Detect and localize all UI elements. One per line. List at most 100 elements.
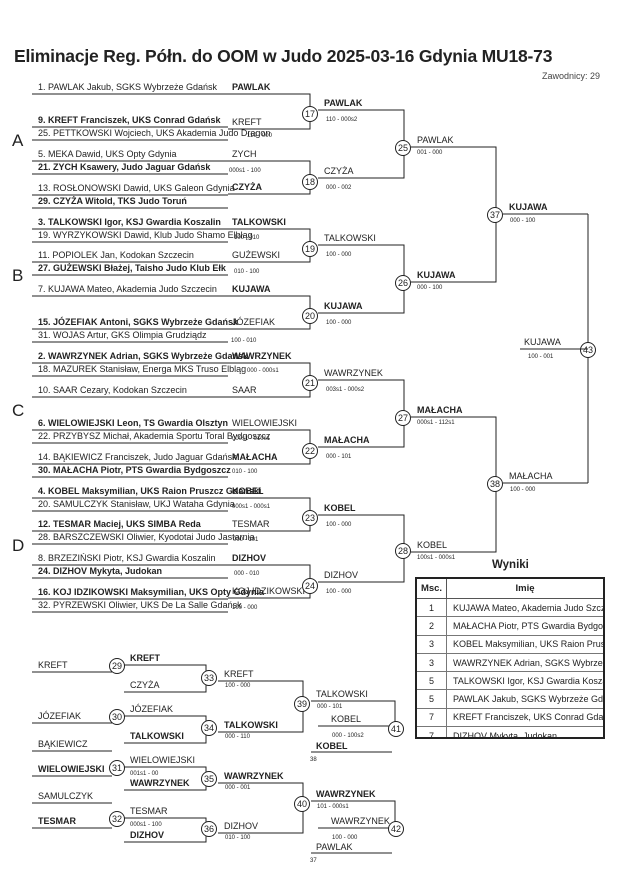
- results-name: PAWLAK Jakub, SGKS Wybrzeże Gdańsk: [446, 689, 603, 709]
- r1-name: DIZHOV: [232, 553, 266, 563]
- r2-score: 000 - 101: [326, 454, 352, 460]
- match-number: 18: [305, 177, 315, 187]
- entry-name: 9. KREFT Franciszek, UKS Conrad Gdańsk: [38, 115, 222, 125]
- results-name: KOBEL Maksymilian, UKS Raion Pruszcz Gda…: [446, 635, 603, 654]
- match-number-circle: [395, 410, 411, 426]
- match-number-circle: [302, 443, 318, 459]
- match-number: 36: [204, 824, 214, 834]
- match-number-circle: [201, 821, 217, 837]
- entry-name: 19. WYRZYKOWSKI Dawid, Klub Judo Shamo E…: [38, 230, 253, 240]
- r2-score: 110 - 000s2: [326, 117, 358, 123]
- r2-name: MAŁACHA: [324, 435, 370, 445]
- page-title: Eliminacje Reg. Półn. do OOM w Judo 2025…: [14, 46, 553, 66]
- match-number-circle: [302, 174, 318, 190]
- r1-name: CZYŻA: [232, 182, 262, 192]
- rep-w2-name: TALKOWSKI: [224, 720, 278, 730]
- r1-name: ZYCH: [232, 149, 257, 159]
- match-number-circle: [294, 796, 310, 812]
- entry-name: 12. TESMAR Maciej, UKS SIMBA Reda: [38, 519, 202, 529]
- entry-name: 25. PETTKOWSKI Wojciech, UKS Akademia Ju…: [38, 128, 270, 138]
- r2-score: 100 - 000: [326, 589, 352, 595]
- rep-w1-name: KREFT: [130, 653, 160, 663]
- match-number: 39: [297, 699, 307, 709]
- r1-score: 000s1 - 000s1: [232, 504, 271, 510]
- match-number-circle: [395, 543, 411, 559]
- entry-name: 8. BRZEZIŃSKI Piotr, KSJ Gwardia Koszali…: [38, 553, 216, 563]
- r1-name: WAWRZYNEK: [232, 351, 292, 361]
- match-number-circle: [395, 140, 411, 156]
- match-number-circle: [487, 207, 503, 223]
- r1-name: TALKOWSKI: [232, 217, 286, 227]
- r2-name: DIZHOV: [324, 570, 358, 580]
- match-number: 42: [391, 824, 401, 834]
- rep-w2-name: KREFT: [224, 669, 254, 679]
- r1-score: 010 - 100: [232, 469, 258, 475]
- r3-score: 001 - 000: [417, 150, 443, 156]
- rep-w4-num: 37: [310, 858, 317, 864]
- rep-w3-score: 000 - 101: [317, 704, 343, 710]
- rep-name: WIELOWIEJSKI: [38, 764, 105, 774]
- r3-name: PAWLAK: [417, 135, 454, 145]
- rep-name: KREFT: [38, 660, 68, 670]
- match-number: 26: [398, 278, 408, 288]
- match-number-circle: [201, 771, 217, 787]
- entry-name: 4. KOBEL Maksymilian, UKS Raion Pruszcz …: [38, 486, 261, 496]
- pool-letter: C: [12, 401, 24, 420]
- entry-name: 20. SAMULCZYK Stanisław, UKJ Wataha Gdyn…: [38, 499, 235, 509]
- match-number: 35: [204, 774, 214, 784]
- entry-name: 1. PAWLAK Jakub, SGKS Wybrzeże Gdańsk: [38, 82, 217, 92]
- r1-name: GUŻEWSKI: [232, 250, 280, 260]
- rep-name: TALKOWSKI: [130, 731, 184, 741]
- entry-name: 32. PYRZEWSKI Oliwier, UKS De La Salle G…: [38, 600, 242, 610]
- r3-name: KOBEL: [417, 540, 447, 550]
- rep-name: WAWRZYNEK: [130, 778, 190, 788]
- match-number-circle: [109, 760, 125, 776]
- r3-score: 100s1 - 000s1: [417, 555, 456, 561]
- r2-score: 100 - 000: [326, 320, 352, 326]
- r4-score: 000 - 100: [510, 218, 536, 224]
- results-place: 7: [417, 726, 447, 737]
- final-score: 100 - 001: [528, 354, 554, 360]
- rep-w2-score: 100 - 000: [225, 683, 251, 689]
- entry-name: 13. ROSŁONOWSKI Dawid, UKS Galeon Gdynia: [38, 183, 235, 193]
- rep-w2-name: WAWRZYNEK: [224, 771, 284, 781]
- results-place: 1: [417, 598, 447, 618]
- r2-score: 000 - 002: [326, 185, 352, 191]
- rep-w4-num: 38: [310, 757, 317, 763]
- match-number-circle: [388, 721, 404, 737]
- r1-name: KREFT: [232, 117, 262, 127]
- match-number: 17: [305, 109, 315, 119]
- match-number: 23: [305, 513, 315, 523]
- match-number-circle: [201, 670, 217, 686]
- match-number: 43: [583, 345, 593, 355]
- match-number: 22: [305, 446, 315, 456]
- entry-name: 27. GUŻEWSKI Błażej, Taisho Judo Klub Eł…: [38, 263, 227, 273]
- entry-name: 22. PRZYBYSZ Michał, Akademia Sportu Tor…: [38, 431, 271, 441]
- r2-name: PAWLAK: [324, 98, 363, 108]
- rep-w1-name: JÓZEFIAK: [130, 704, 173, 714]
- entry-name: 24. DIZHOV Mykyta, Judokan: [38, 566, 162, 576]
- results-place: 3: [417, 653, 447, 673]
- match-number: 29: [112, 661, 122, 671]
- rep-w3-score: 100 - 000: [332, 835, 358, 841]
- match-number: 27: [398, 413, 408, 423]
- r3-score: 000 - 100: [417, 285, 443, 291]
- rep-w1-score: 000s1 - 100: [130, 822, 162, 828]
- r1-name: KUJAWA: [232, 284, 271, 294]
- rep-w3-score: 000 - 100s2: [332, 733, 364, 739]
- match-number: 37: [490, 210, 500, 220]
- match-number: 40: [297, 799, 307, 809]
- entry-name: 21. ZYCH Ksawery, Judo Jaguar Gdańsk: [38, 162, 211, 172]
- match-number: 24: [305, 581, 315, 591]
- match-number: 19: [305, 244, 315, 254]
- results-header-name: Imię: [446, 579, 603, 599]
- match-number-circle: [294, 696, 310, 712]
- r2-name: KOBEL: [324, 503, 356, 513]
- r2-name: TALKOWSKI: [324, 233, 376, 243]
- match-number: 41: [391, 724, 401, 734]
- rep-w2-name: DIZHOV: [224, 821, 258, 831]
- entry-name: 6. WIELOWIEJSKI Leon, TS Gwardia Olsztyn: [38, 418, 228, 428]
- results-name: KUJAWA Mateo, Akademia Judo Szczecin: [446, 598, 603, 618]
